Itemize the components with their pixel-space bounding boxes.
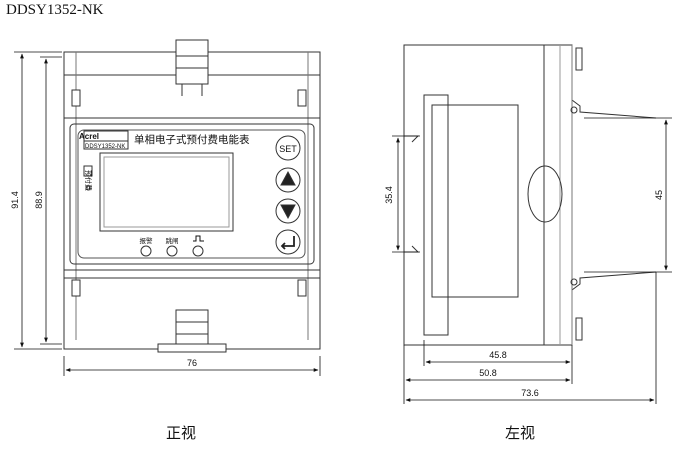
dim-window-label: 35.4 (384, 186, 394, 204)
led-label-trip: 跳闸 (166, 236, 179, 245)
side-bottom-tab (575, 317, 583, 341)
enter-icon (280, 236, 295, 250)
pulse-icon (193, 235, 204, 242)
panel-outer (63, 117, 321, 271)
dim-height-inner-label: 88.9 (34, 191, 44, 209)
enter-button[interactable] (275, 229, 301, 255)
up-button[interactable] (275, 167, 301, 193)
side-body (403, 44, 545, 346)
model-box (83, 140, 129, 150)
front-view (63, 39, 321, 353)
pulse-led (192, 245, 204, 257)
set-label: SET (279, 144, 297, 154)
indicator-label: 预付费 (84, 170, 93, 191)
side-front-panel (423, 94, 449, 336)
dim-rail-label: 45 (654, 190, 664, 200)
brand-label: Acrel (79, 132, 99, 141)
panel-face (77, 129, 306, 259)
side-right-outline (544, 44, 657, 346)
dim-width-label: 76 (187, 358, 197, 368)
side-screw-top (570, 106, 578, 114)
side-window (431, 104, 519, 298)
screw-top-right (297, 89, 307, 107)
side-screw-bottom (570, 278, 578, 286)
trip-led (166, 245, 178, 257)
front-caption: 正视 (166, 424, 196, 442)
side-oval-clip (527, 165, 563, 223)
front-dimensions (14, 51, 321, 376)
indicator-box (83, 165, 93, 177)
lcd-window (99, 152, 234, 232)
side-notch-bottom (404, 245, 420, 253)
dim-depth-1-label: 45.8 (489, 350, 507, 360)
dim-depth-3-label: 73.6 (521, 388, 539, 398)
bottom-clip (175, 309, 209, 347)
down-arrow-icon (280, 204, 296, 220)
drawing-title: DDSY1352-NK (6, 2, 104, 18)
screw-bottom-right (297, 279, 307, 297)
top-clip (175, 39, 209, 85)
din-clip (157, 343, 227, 353)
side-view (403, 44, 657, 346)
side-dimensions (392, 117, 672, 404)
panel-bezel (69, 123, 315, 265)
set-button[interactable] (275, 135, 301, 161)
alarm-led (140, 245, 152, 257)
led-label-alarm: 报警 (140, 236, 154, 245)
down-button[interactable] (275, 198, 301, 224)
side-top-tab (575, 47, 583, 71)
bottom-clip-detail (176, 321, 208, 335)
screw-top-left (71, 89, 81, 107)
indicator-dot (85, 185, 91, 191)
side-notch-top (404, 135, 420, 143)
up-arrow-icon (280, 170, 296, 186)
top-clip-detail (176, 55, 208, 96)
product-name: 单相电子式预付费电能表 (134, 133, 250, 146)
dim-height-outer-label: 91.4 (10, 191, 20, 209)
screw-bottom-left (71, 279, 81, 297)
side-grooves (75, 52, 309, 340)
dim-depth-2-label: 50.8 (479, 368, 497, 378)
lcd-inner (103, 156, 230, 228)
model-label: DDSY1352-NK (85, 144, 125, 150)
side-caption: 左视 (505, 424, 535, 442)
